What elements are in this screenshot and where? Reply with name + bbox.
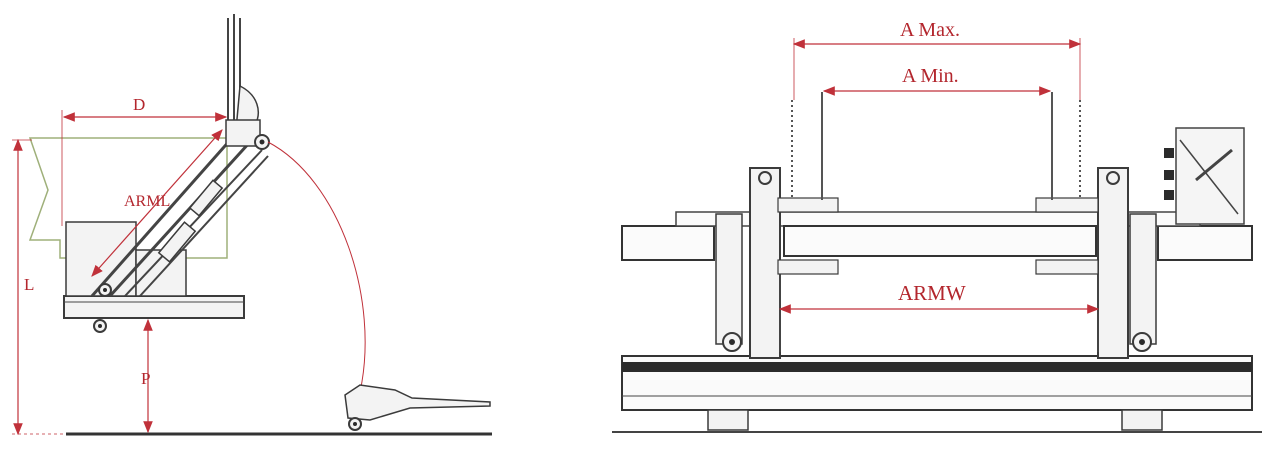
- gear-housing: [1164, 127, 1245, 225]
- right-cylinder: [1097, 167, 1157, 359]
- left-cylinder: [715, 167, 781, 359]
- swing-arc: [267, 141, 366, 393]
- right-side-beam: [1157, 225, 1253, 261]
- fork-assembly: [225, 14, 270, 150]
- d-label: D: [133, 95, 145, 114]
- l-label: L: [24, 275, 34, 294]
- container-outline: [28, 137, 228, 259]
- center-crossbar: [783, 225, 1097, 257]
- a-min-label: A Min.: [902, 65, 959, 87]
- p-label: P: [141, 369, 150, 388]
- arml-dimension-line: [91, 129, 223, 277]
- a-max-label: A Max.: [900, 19, 960, 41]
- platform: [63, 295, 245, 319]
- lowered-fork: [344, 384, 491, 431]
- arml-label: ARML: [124, 193, 170, 210]
- left-side-beam: [621, 225, 715, 261]
- front-view: A Max. A Min. ARMW: [612, 19, 1262, 433]
- side-view: D ARML L P: [12, 14, 492, 436]
- clamp-blocks: [777, 197, 1099, 275]
- armw-label: ARMW: [898, 281, 966, 305]
